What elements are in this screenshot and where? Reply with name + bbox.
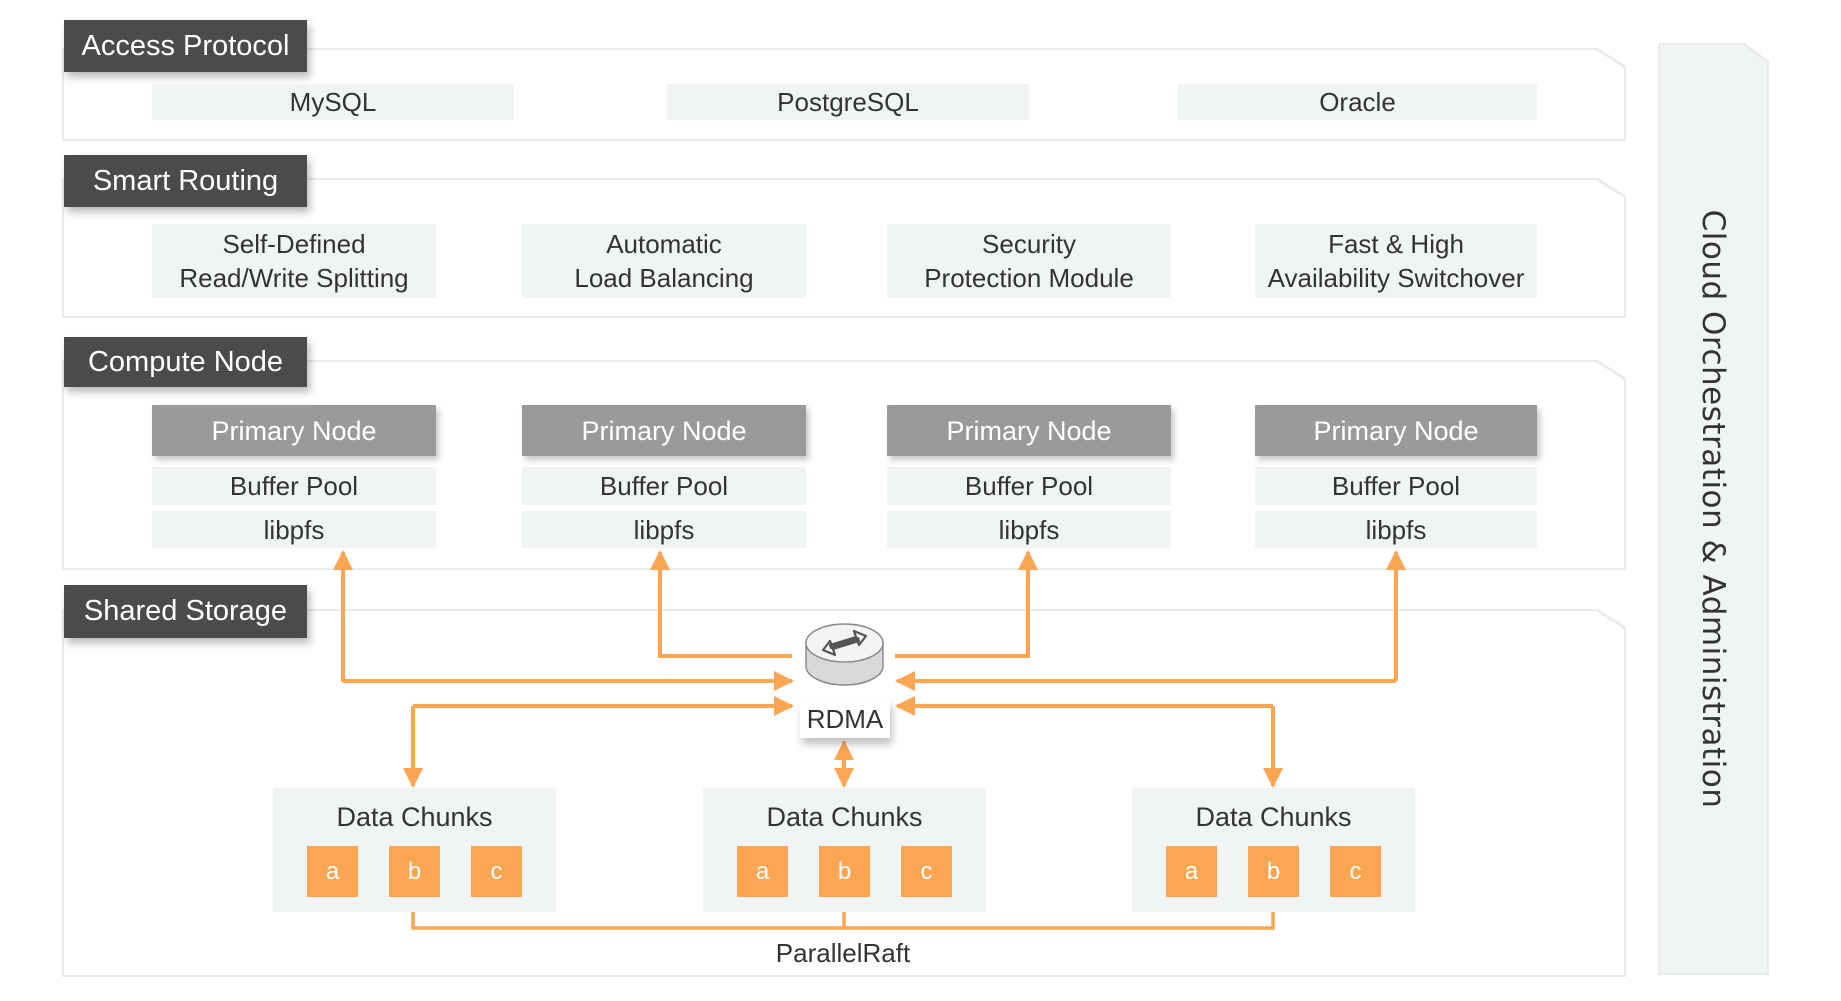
libpfs-1: libpfs	[152, 511, 436, 548]
primary-node-1: Primary Node	[152, 405, 436, 456]
buffer-pool-2: Buffer Pool	[522, 467, 806, 505]
data-chunk-group-2: Data Chunks a b c	[703, 788, 986, 912]
routing-load-balancing-line2: Load Balancing	[574, 263, 754, 293]
buffer-pool-3: Buffer Pool	[887, 467, 1171, 505]
routing-load-balancing-line1: Automatic	[606, 229, 722, 259]
chunk-c: c	[1330, 846, 1381, 897]
data-chunk-group-3: Data Chunks a b c	[1132, 788, 1415, 912]
access-protocol-tab: Access Protocol	[64, 20, 307, 72]
protocol-mysql: MySQL	[152, 84, 514, 120]
routing-security-module-line1: Security	[982, 229, 1076, 259]
routing-load-balancing: Automatic Load Balancing	[522, 224, 806, 298]
libpfs-3: libpfs	[887, 511, 1171, 548]
chunk-c: c	[901, 846, 952, 897]
primary-node-2: Primary Node	[522, 405, 806, 456]
data-chunk-group-1: Data Chunks a b c	[273, 788, 556, 912]
router-icon	[805, 623, 884, 686]
chunk-a: a	[737, 846, 788, 897]
chunk-b: b	[389, 846, 440, 897]
cloud-orchestration-panel	[1660, 45, 1767, 973]
chunk-b: b	[1248, 846, 1299, 897]
routing-security-module: Security Protection Module	[887, 224, 1171, 298]
data-chunk-title: Data Chunks	[766, 802, 923, 832]
routing-security-module-line2: Protection Module	[924, 263, 1134, 293]
chunk-b: b	[819, 846, 870, 897]
buffer-pool-4: Buffer Pool	[1255, 467, 1537, 505]
routing-rw-splitting-line2: Read/Write Splitting	[179, 263, 409, 293]
compute-node-tab: Compute Node	[64, 337, 307, 387]
parallelraft-bracket	[411, 912, 1275, 930]
protocol-postgresql: PostgreSQL	[667, 84, 1029, 120]
wire-node3	[895, 550, 1038, 658]
parallelraft-label: ParallelRaft	[775, 938, 911, 968]
chunk-a: a	[307, 846, 358, 897]
shared-storage-tab: Shared Storage	[64, 585, 307, 638]
data-chunk-title: Data Chunks	[336, 802, 493, 832]
routing-ha-switchover-line2: Availability Switchover	[1267, 263, 1525, 293]
chunk-a: a	[1166, 846, 1217, 897]
chunk-c: c	[471, 846, 522, 897]
routing-ha-switchover-line1: Fast & High	[1328, 229, 1464, 259]
smart-routing-tab: Smart Routing	[64, 155, 307, 207]
libpfs-2: libpfs	[522, 511, 806, 548]
wire-node2	[650, 550, 792, 658]
routing-rw-splitting-line1: Self-Defined	[222, 229, 366, 259]
data-chunk-title: Data Chunks	[1195, 802, 1352, 832]
routing-ha-switchover: Fast & High Availability Switchover	[1255, 224, 1537, 298]
protocol-oracle: Oracle	[1178, 84, 1537, 120]
primary-node-3: Primary Node	[887, 405, 1171, 456]
routing-rw-splitting: Self-Defined Read/Write Splitting	[152, 224, 436, 298]
libpfs-4: libpfs	[1255, 511, 1537, 548]
rdma-label: RDMA	[800, 700, 890, 738]
primary-node-4: Primary Node	[1255, 405, 1537, 456]
buffer-pool-1: Buffer Pool	[152, 467, 436, 505]
